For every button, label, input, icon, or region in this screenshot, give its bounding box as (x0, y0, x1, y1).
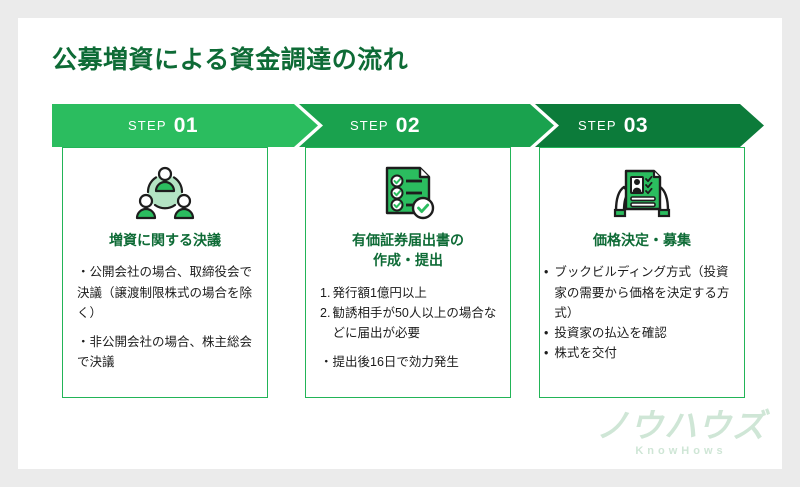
card-3-list-item-3: • 株式を交付 (544, 343, 732, 363)
card-3-list-item-2-bullet: • (544, 326, 549, 341)
brand-logo-kana: ノウハウズ (596, 407, 766, 444)
card-3-list-item-1-text: ブックビルディング方式（投資家の需要から価格を決定する方式） (554, 265, 730, 320)
card-3-list-item-1: • ブックビルディング方式（投資家の需要から価格を決定する方式） (544, 262, 732, 323)
step-cards: 増資に関する決議 ・公開会社の場合、取締役会で決議（譲渡制限株式の場合を除く） … (52, 147, 764, 400)
step-3-shape (535, 104, 764, 147)
card-3-list-item-3-text: 株式を交付 (554, 346, 617, 361)
step-card-1: 増資に関する決議 ・公開会社の場合、取締役会で決議（譲渡制限株式の場合を除く） … (62, 147, 268, 398)
card-2-list-item-1: 1. 発行額1億円以上 (320, 283, 498, 303)
step-card-2-heading-line-1: 有価証券届出書の (352, 232, 464, 248)
step-1-shape (52, 104, 318, 147)
step-banner-shapes (52, 104, 764, 147)
card-2-list-item-1-number: 1. (320, 285, 331, 300)
page-title: 公募増資による資金調達の流れ (52, 46, 409, 74)
brand-logo: ノウハウズ KnowHows (596, 409, 766, 457)
card-3-list-item-3-bullet: • (544, 346, 549, 361)
card-3-bullet-list: • ブックビルディング方式（投資家の需要から価格を決定する方式） • 投資家の払… (544, 262, 732, 363)
step-card-2-heading: 有価証券届出書の 作成・提出 (306, 230, 510, 271)
card-3-list-item-2-text: 投資家の払込を確認 (554, 326, 667, 341)
step-card-2: 有価証券届出書の 作成・提出 1. 発行額1億円以上 2. 勧誘相手が50人以上… (305, 147, 511, 398)
step-card-2-body: 1. 発行額1億円以上 2. 勧誘相手が50人以上の場合などに届出が必要 ・提出… (306, 283, 510, 373)
person-presenting-document-icon (540, 162, 744, 224)
card-1-paragraph-2: ・非公開会社の場合、株主総会で決議 (77, 335, 253, 370)
step-card-3: 価格決定・募集 • ブックビルディング方式（投資家の需要から価格を決定する方式）… (539, 147, 745, 398)
card-2-paragraph-1: ・提出後16日で効力発生 (320, 355, 459, 370)
checklist-document-icon (306, 162, 510, 224)
step-card-3-heading: 価格決定・募集 (593, 232, 691, 248)
group-people-icon (63, 162, 267, 224)
card-1-paragraph-1: ・公開会社の場合、取締役会で決議（譲渡制限株式の場合を除く） (77, 265, 253, 320)
card-2-list-item-2-text: 勧誘相手が50人以上の場合などに届出が必要 (332, 305, 497, 341)
infographic-canvas: 公募増資による資金調達の流れ STEP 01 STEP 02 STEP 03 (18, 18, 782, 469)
step-2-shape (299, 104, 554, 147)
card-2-list-item-2: 2. 勧誘相手が50人以上の場合などに届出が必要 (320, 303, 498, 344)
brand-logo-roman: KnowHows (635, 445, 727, 457)
step-card-1-body: ・公開会社の場合、取締役会で決議（譲渡制限株式の場合を除く） ・非公開会社の場合… (63, 262, 267, 372)
card-3-list-item-2: • 投資家の払込を確認 (544, 323, 732, 343)
card-2-list-item-1-text: 発行額1億円以上 (332, 285, 427, 300)
step-card-3-body: • ブックビルディング方式（投資家の需要から価格を決定する方式） • 投資家の払… (540, 262, 744, 363)
card-2-ordered-list: 1. 発行額1億円以上 2. 勧誘相手が50人以上の場合などに届出が必要 (320, 283, 498, 344)
step-card-2-heading-line-2: 作成・提出 (373, 252, 443, 269)
card-2-list-item-2-number: 2. (320, 305, 331, 320)
step-card-1-heading: 増資に関する決議 (109, 232, 221, 248)
step-banner: STEP 01 STEP 02 STEP 03 (52, 104, 764, 147)
card-3-list-item-1-bullet: • (544, 265, 549, 280)
